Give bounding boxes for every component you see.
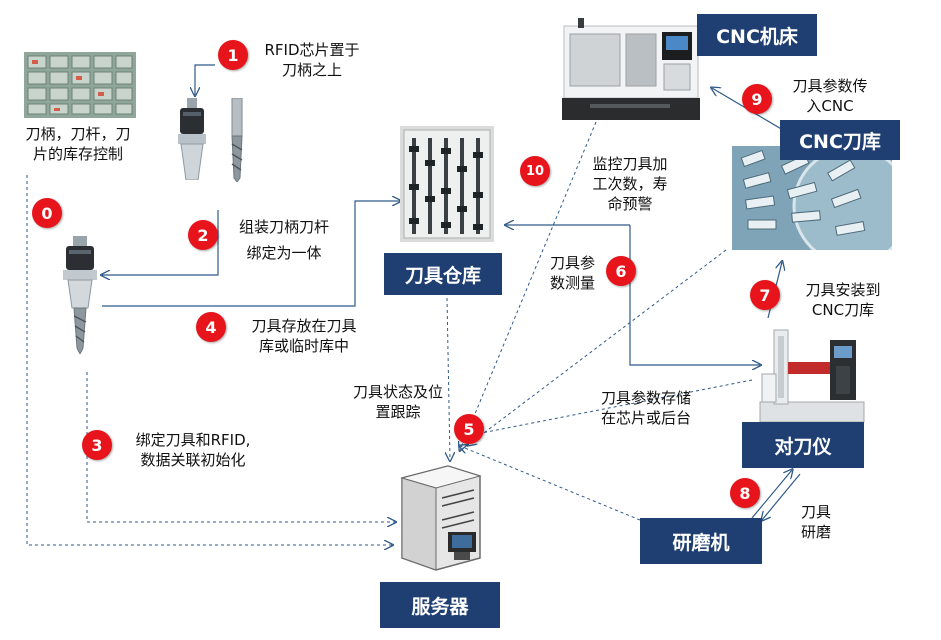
presetter-box: 对刀仪 — [742, 422, 864, 468]
assembled-tool-image — [58, 236, 102, 354]
cnc-magazine-box: CNC刀库 — [780, 120, 900, 160]
arrow-step4 — [102, 201, 400, 307]
label-inventory: 刀柄，刀杆，刀片的库存控制 — [25, 125, 131, 163]
badge-step1: 1 — [218, 40, 248, 70]
dash-rfid-server — [86, 372, 395, 522]
badge-step10: 10 — [520, 156, 550, 186]
label-step3: 绑定刀具和RFID,数据关联初始化 — [135, 431, 251, 469]
badge-step6: 6 — [606, 256, 636, 286]
label-param-store: 刀具参数存储在芯片或后台 — [600, 389, 691, 427]
label-step5: 刀具状态及位置跟踪 — [352, 383, 443, 421]
dash-cnc-server — [460, 121, 597, 450]
presetter-image — [752, 326, 872, 424]
label-step10: 监控刀具加工次数，寿命预警 — [592, 155, 668, 213]
arrow-step2 — [102, 210, 219, 275]
dash-grinder-server — [460, 446, 641, 521]
grinder-box: 研磨机 — [640, 518, 762, 564]
label-step8: 刀具研磨 — [800, 503, 831, 541]
tool-warehouse-box: 刀具仓库 — [384, 253, 502, 295]
badge-step3: 3 — [82, 430, 112, 460]
dash-presetter-server — [466, 379, 753, 436]
cnc-machine-box: CNC机床 — [697, 14, 817, 56]
badge-step9: 9 — [742, 84, 772, 114]
tool-warehouse-image — [400, 126, 494, 242]
arrow-step8-down — [762, 473, 801, 520]
label-step2: 组装刀柄刀杆绑定为一体 — [238, 218, 329, 262]
cnc-magazine-image — [732, 146, 892, 250]
server-image — [396, 462, 488, 572]
label-step9: 刀具参数传入CNC — [792, 77, 868, 115]
drill-bit-image — [226, 98, 248, 182]
inventory-shelf-image — [24, 52, 136, 118]
label-step4: 刀具存放在刀具库或临时库中 — [251, 317, 357, 355]
badge-step8: 8 — [730, 478, 760, 508]
server-box: 服务器 — [380, 582, 500, 628]
dash-warehouse-server — [447, 297, 450, 460]
badge-step0: 0 — [32, 198, 62, 228]
tool-holder-image — [175, 98, 209, 180]
badge-step2: 2 — [188, 220, 218, 250]
label-step1: RFID芯片置于刀柄之上 — [264, 41, 360, 79]
arrow-step1 — [195, 64, 215, 95]
badge-step5: 5 — [454, 414, 484, 444]
badge-step4: 4 — [196, 312, 226, 342]
dash-inventory-server — [26, 175, 392, 545]
arrow-step8-up — [751, 470, 792, 519]
cnc-machine-image — [560, 18, 702, 122]
label-step6: 刀具参数测量 — [550, 254, 596, 292]
badge-step7: 7 — [750, 280, 780, 310]
